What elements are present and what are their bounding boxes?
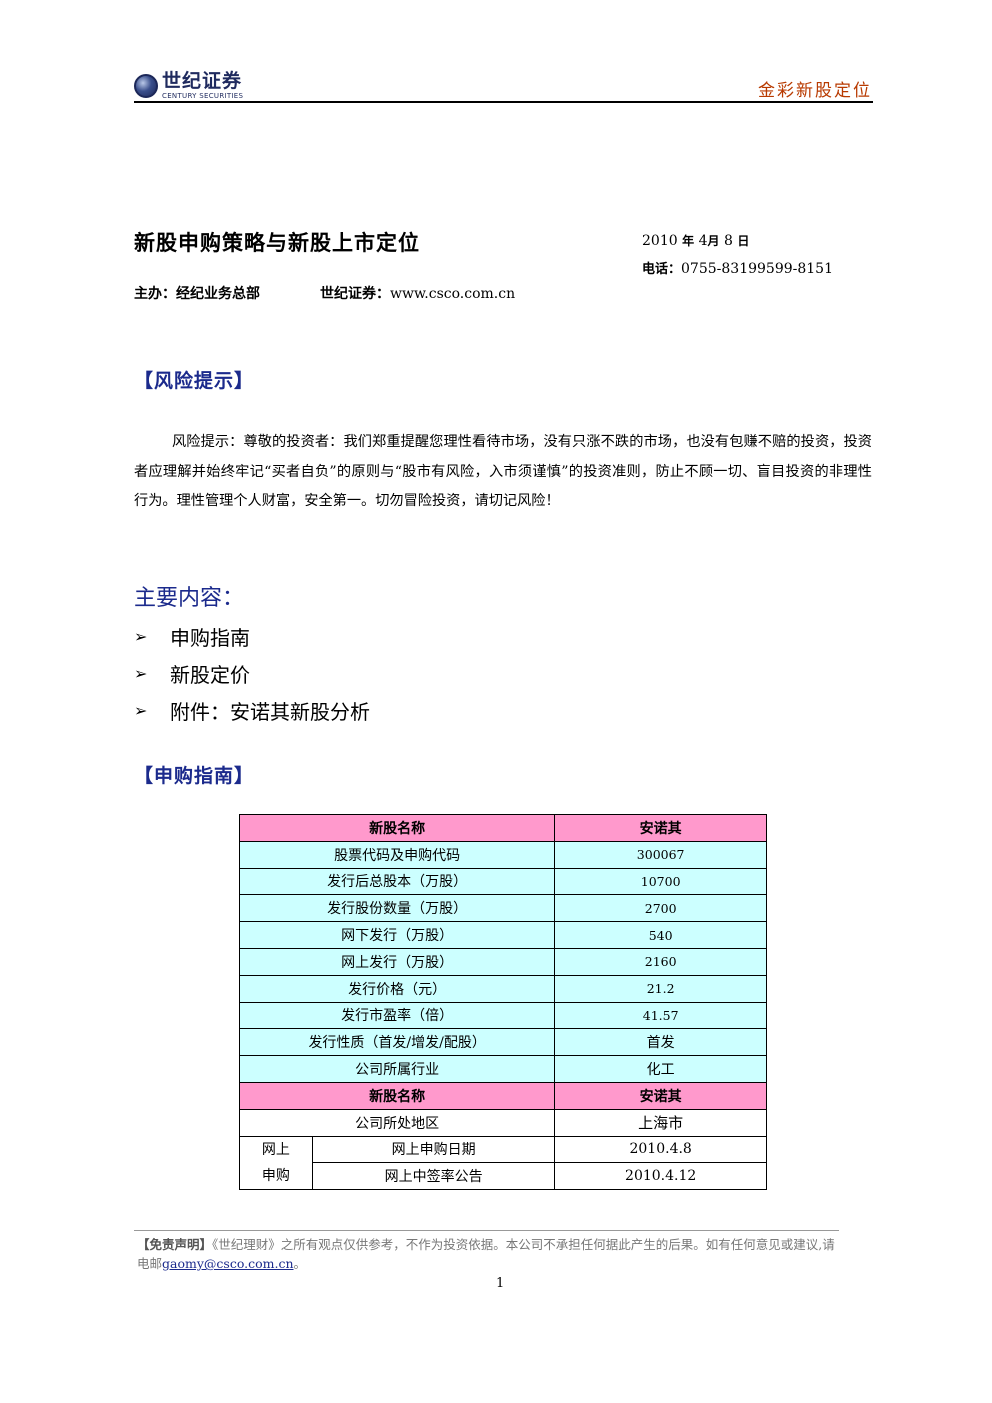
row-label: 新股名称 xyxy=(238,814,556,842)
company-logo: 世纪证券 CENTURY SECURITIES xyxy=(134,72,243,100)
row-label: 网上申购日期 xyxy=(311,1135,556,1164)
row-label: 网上中签率公告 xyxy=(311,1162,556,1191)
row-value: 首发 xyxy=(554,1028,767,1057)
row-label: 新股名称 xyxy=(238,1081,556,1110)
table-row: 发行后总股本（万股） 10700 xyxy=(238,867,767,896)
row-label: 发行后总股本（万股） xyxy=(238,867,556,896)
page-number: 1 xyxy=(496,1276,505,1291)
table-row: 股票代码及申购代码 300067 xyxy=(238,840,767,869)
date-month: 4 xyxy=(698,233,708,249)
row-label: 网上发行（万股） xyxy=(238,947,556,976)
site-url[interactable]: www.csco.com.cn xyxy=(390,286,516,302)
table-row: 新股名称 安诺其 xyxy=(238,1081,767,1110)
row-value: 10700 xyxy=(554,867,767,896)
globe-logo-icon xyxy=(134,74,158,98)
host-label: 主办： xyxy=(134,286,176,302)
row-value: 540 xyxy=(554,921,767,949)
row-label: 公司所属行业 xyxy=(238,1055,556,1083)
row-value: 21.2 xyxy=(554,974,767,1003)
table-row: 发行性质（首发/增发/配股） 首发 xyxy=(238,1028,767,1057)
date-day-unit: 日 xyxy=(737,234,750,248)
table-row: 网上中签率公告 2010.4.12 xyxy=(240,1162,767,1191)
guide-heading: 【申购指南】 xyxy=(134,765,255,787)
header-column-title: 金彩新股定位 xyxy=(758,81,872,101)
date-month-unit: 月 xyxy=(707,234,720,248)
row-value: 2160 xyxy=(554,947,767,976)
arrow-bullet-icon: ➢ xyxy=(134,701,148,720)
date-day: 8 xyxy=(723,233,733,249)
document-host: 主办：经纪业务总部 世纪证券：www.csco.com.cn xyxy=(134,283,515,303)
row-value: 2010.4.12 xyxy=(554,1162,767,1191)
arrow-bullet-icon: ➢ xyxy=(134,627,148,646)
disclaimer-label: 【免责声明】 xyxy=(137,1237,213,1252)
main-content-heading: 主要内容： xyxy=(134,586,245,611)
risk-heading: 【风险提示】 xyxy=(134,370,255,392)
table-row: 发行股份数量（万股） 2700 xyxy=(238,894,767,923)
row-label: 网下发行（万股） xyxy=(238,921,556,949)
host-department: 经纪业务总部 xyxy=(176,286,260,302)
disclaimer-text: 《世纪理财》之所有观点仅供参考，不作为投资依据。本公司不承担任何据此产生的后果。… xyxy=(137,1237,835,1271)
logo-english-name: CENTURY SECURITIES xyxy=(162,92,244,100)
row-value: 安诺其 xyxy=(554,1081,767,1110)
table-row: 新股名称 安诺其 xyxy=(238,814,767,842)
row-label: 发行性质（首发/增发/配股） xyxy=(238,1028,556,1057)
header-divider xyxy=(134,101,873,103)
document-date: 2010 年 4月 8 日 xyxy=(642,232,749,249)
site-label: 世纪证券： xyxy=(320,286,390,302)
table-row: 发行价格（元） 21.2 xyxy=(238,974,767,1003)
list-item: ➢新股定价 xyxy=(134,663,250,687)
table-row: 网上发行（万股） 2160 xyxy=(238,947,767,976)
phone-number: 0755-83199599-8151 xyxy=(681,261,833,277)
row-value: 300067 xyxy=(554,840,767,869)
arrow-bullet-icon: ➢ xyxy=(134,664,148,683)
phone-label: 电话： xyxy=(642,262,682,277)
table-row: 网上 申购 网上申购日期 2010.4.8 xyxy=(239,1135,767,1191)
list-item: ➢申购指南 xyxy=(134,626,250,650)
contact-email-link[interactable]: gaomy@csco.com.cn xyxy=(162,1256,294,1271)
disclaimer: 【免责声明】《世纪理财》之所有观点仅供参考，不作为投资依据。本公司不承担任何据此… xyxy=(137,1237,835,1271)
document-title: 新股申购策略与新股上市定位 xyxy=(134,231,420,255)
table-row: 网下发行（万股） 540 xyxy=(238,921,767,949)
row-value: 安诺其 xyxy=(554,814,767,842)
row-label: 发行市盈率（倍） xyxy=(238,1001,556,1030)
date-year: 2010 xyxy=(642,233,678,249)
list-item: ➢附件：安诺其新股分析 xyxy=(134,700,370,724)
table-row: 公司所属行业 化工 xyxy=(238,1055,767,1083)
row-value: 化工 xyxy=(554,1055,767,1083)
logo-chinese-name: 世纪证券 xyxy=(162,70,243,92)
risk-paragraph: 风险提示：尊敬的投资者：我们郑重提醒您理性看待市场，没有只涨不跌的市场，也没有包… xyxy=(134,434,872,509)
row-label: 公司所处地区 xyxy=(238,1108,556,1137)
row-label: 发行价格（元） xyxy=(238,974,556,1003)
footer-divider xyxy=(134,1230,839,1231)
row-label: 股票代码及申购代码 xyxy=(238,840,556,869)
contact-phone: 电话：0755-83199599-8151 xyxy=(642,258,833,277)
row-label: 发行股份数量（万股） xyxy=(238,894,556,923)
table-row: 公司所处地区 上海市 xyxy=(238,1108,767,1137)
main-content-list: ➢申购指南 ➢新股定价 ➢附件：安诺其新股分析 xyxy=(134,618,370,729)
date-year-unit: 年 xyxy=(682,234,695,248)
online-group-label: 网上 申购 xyxy=(239,1135,313,1191)
row-value: 2700 xyxy=(554,894,767,923)
row-value: 2010.4.8 xyxy=(554,1135,767,1164)
table-row: 发行市盈率（倍） 41.57 xyxy=(238,1001,767,1030)
row-value: 41.57 xyxy=(554,1001,767,1030)
ipo-info-table: 新股名称 安诺其 股票代码及申购代码 300067 发行后总股本（万股） 107… xyxy=(238,814,767,1191)
row-value: 上海市 xyxy=(554,1108,767,1137)
